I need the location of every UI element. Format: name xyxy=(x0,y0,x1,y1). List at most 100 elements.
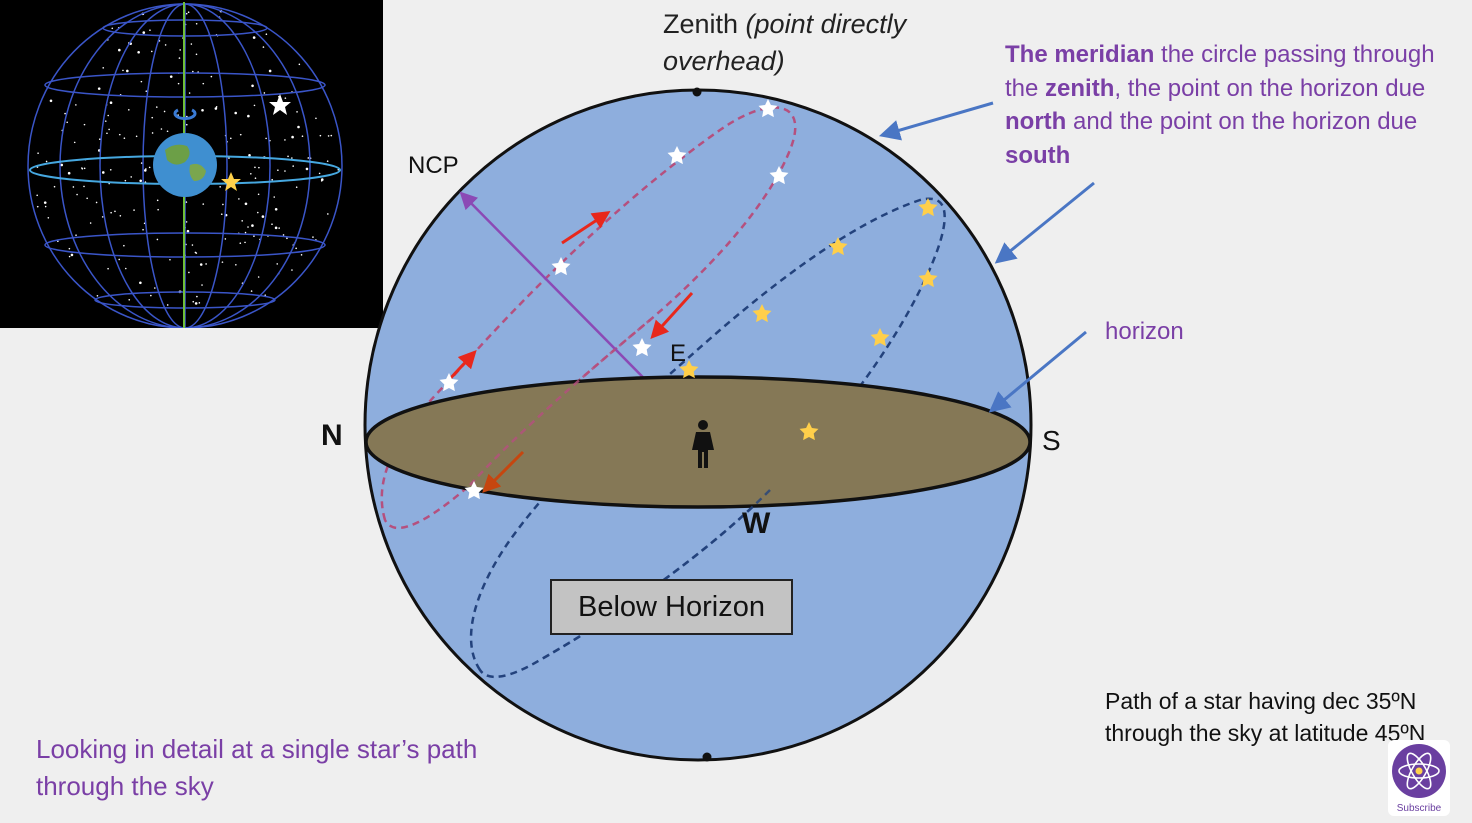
inset-star xyxy=(271,223,273,226)
inset-star xyxy=(312,236,314,238)
inset-star xyxy=(145,90,148,93)
inset-star xyxy=(274,207,278,211)
inset-star xyxy=(185,221,188,223)
horizon-pointer xyxy=(988,330,1087,413)
inset-star xyxy=(72,186,75,188)
inset-star xyxy=(214,107,218,110)
inset-star xyxy=(98,138,101,141)
celestial-sphere-inset xyxy=(0,0,383,329)
inset-star xyxy=(126,69,129,73)
motion-arrow xyxy=(482,450,525,493)
inset-star xyxy=(64,112,66,115)
inset-star xyxy=(253,104,256,107)
inset-star xyxy=(186,229,190,233)
inset-star xyxy=(300,254,303,256)
inset-star xyxy=(185,201,188,203)
inset-star xyxy=(118,48,121,52)
inset-star xyxy=(133,209,135,211)
inset-star xyxy=(274,226,278,230)
inset-star xyxy=(123,137,126,140)
inset-star xyxy=(228,157,230,159)
inset-star xyxy=(137,50,140,54)
inset-star xyxy=(114,210,116,213)
inset-star xyxy=(247,114,250,118)
inset-star xyxy=(109,101,113,104)
inset-star xyxy=(155,106,158,108)
inset-star xyxy=(101,171,105,174)
inset-star xyxy=(284,139,286,141)
inset-star xyxy=(97,87,101,90)
inset-star xyxy=(262,46,265,48)
inset-star xyxy=(60,163,64,167)
zenith-label: Zenith (point directly overhead) xyxy=(663,9,907,76)
inset-star xyxy=(83,167,86,170)
below-horizon-box: Below Horizon xyxy=(550,579,793,635)
inset-star xyxy=(287,155,289,158)
inset-star xyxy=(201,108,204,112)
inset-star xyxy=(123,244,125,247)
inset-star xyxy=(188,92,191,94)
meridian-description: The meridian the circle passing through … xyxy=(1005,41,1435,169)
inset-star xyxy=(199,263,203,266)
nadir-point xyxy=(702,752,712,762)
inset-star xyxy=(195,252,198,254)
inset-star xyxy=(83,185,85,188)
inset-star xyxy=(315,117,317,120)
inset-star xyxy=(108,128,110,131)
inset-star xyxy=(144,181,147,183)
inset-star xyxy=(47,216,50,219)
inset-star xyxy=(166,304,169,306)
inset-star xyxy=(57,240,59,243)
inset-star xyxy=(124,179,127,182)
inset-star xyxy=(291,269,293,271)
inset-star xyxy=(263,92,266,94)
inset-star xyxy=(220,213,223,216)
inset-star xyxy=(298,63,301,66)
inset-star xyxy=(196,295,198,298)
subscribe-button[interactable]: Subscribe xyxy=(1388,740,1450,816)
inset-star xyxy=(75,104,77,106)
inset-star xyxy=(106,132,108,135)
inset-star xyxy=(43,201,47,204)
inset-star xyxy=(251,224,254,227)
motion-arrow xyxy=(650,291,694,340)
inset-star xyxy=(150,294,152,297)
inset-star xyxy=(128,109,130,111)
inset-star xyxy=(235,263,237,266)
subscribe-label: Subscribe xyxy=(1396,803,1442,814)
inset-star xyxy=(166,130,169,133)
inset-star xyxy=(53,185,56,188)
inset-star xyxy=(169,75,173,78)
atom-icon xyxy=(1392,744,1446,798)
inset-star xyxy=(67,171,71,175)
inset-star xyxy=(75,234,77,236)
inset-star xyxy=(70,253,74,257)
inset-star xyxy=(81,167,83,169)
inset-star xyxy=(122,69,124,72)
inset-star xyxy=(257,276,260,278)
inset-star xyxy=(244,241,246,244)
inset-star xyxy=(241,220,243,222)
inset-star xyxy=(276,263,279,265)
inset-star xyxy=(66,121,68,124)
inset-star xyxy=(277,169,279,172)
inset-star xyxy=(201,284,203,286)
inset-star xyxy=(318,172,321,175)
meridian-pointer xyxy=(878,101,994,141)
ncp-label: NCP xyxy=(408,152,459,179)
inset-star xyxy=(251,84,254,88)
inset-star xyxy=(219,186,221,188)
inset-star xyxy=(326,160,329,162)
inset-star xyxy=(156,238,159,241)
inset-star xyxy=(198,302,201,304)
direction-west: W xyxy=(742,507,771,540)
inset-star xyxy=(320,178,324,181)
inset-star xyxy=(250,290,253,292)
inset-star xyxy=(86,197,88,200)
inset-star xyxy=(36,194,38,197)
inset-star xyxy=(265,33,268,36)
motion-arrow xyxy=(561,211,611,245)
inset-star xyxy=(202,203,205,205)
inset-star xyxy=(205,263,207,265)
